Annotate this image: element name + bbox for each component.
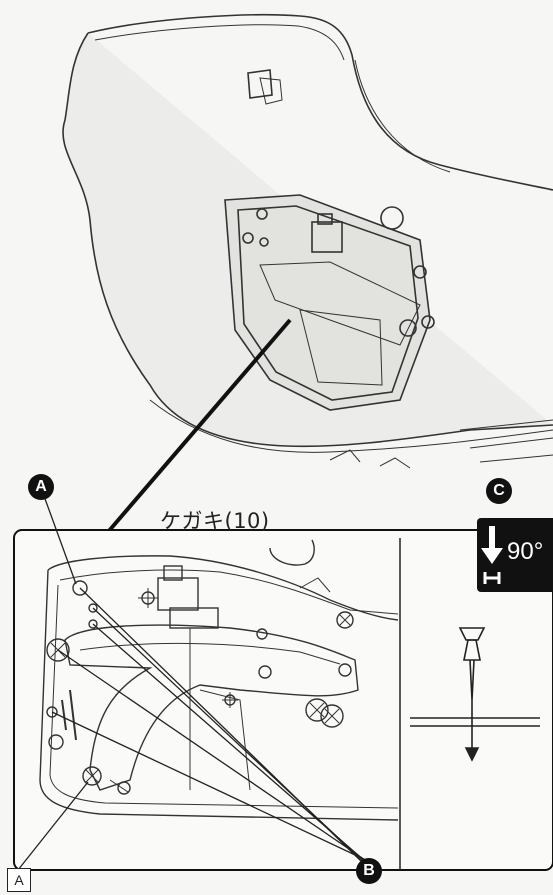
detail-frame [13,529,553,871]
leader-legend-a [17,781,89,871]
scribe-caption: ケガキ(10) [160,509,270,533]
bumper-body [62,13,553,469]
arrow-down-drill-icon [481,526,503,584]
angle-value: 90° [507,538,544,565]
callout-a: A [28,474,54,500]
legend-box-a: A [7,868,31,892]
leaders-b [51,587,371,863]
callout-c: C [486,478,512,504]
leader-a [43,495,77,585]
detail-recess [39,539,399,821]
callout-b: B [356,858,382,884]
detail-leader [106,318,292,534]
pin-detail [410,627,540,762]
drill-angle-badge: 90° [477,518,553,592]
